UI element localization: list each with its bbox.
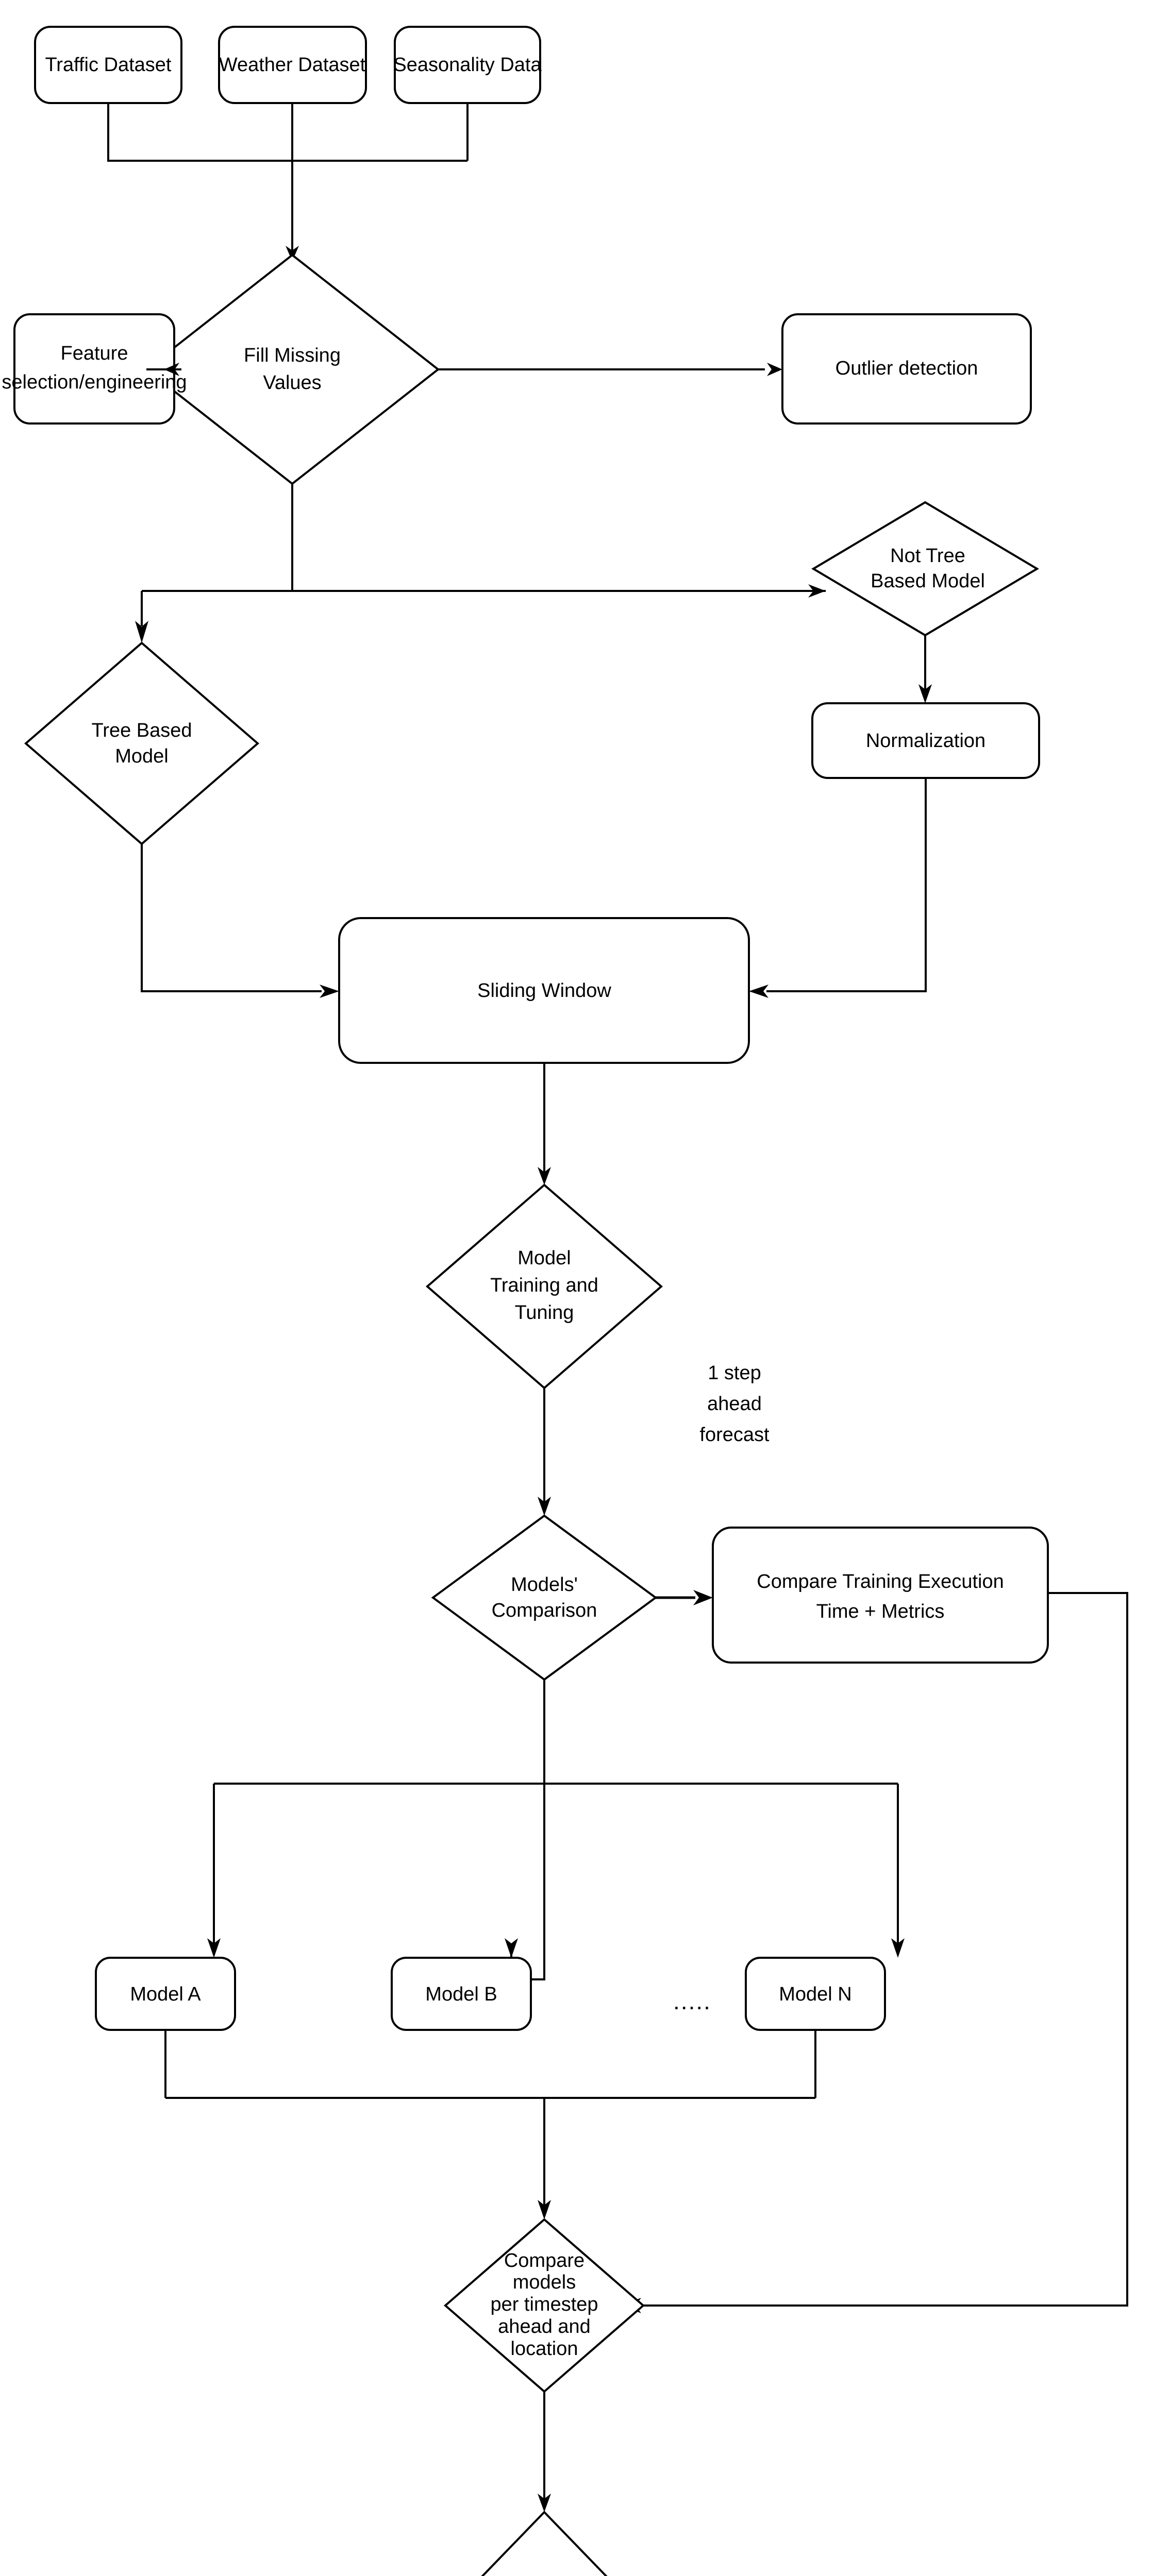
feature-selection-label-line2: selection/engineering [2,371,187,393]
arrowhead-to-fill-missing [286,246,299,261]
node-choose-optimal-structure[interactable]: Choose optimal structure with the best m… [395,2511,694,2576]
arrowhead-to-normalization [918,684,932,703]
seasonality-data-label: Seasonality Data [393,54,542,76]
models-comparison-diamond[interactable] [431,1514,658,1681]
arrowhead-to-feature-selection [164,363,179,376]
model-a-label: Model A [130,1984,201,2005]
one-step-ahead-line2: ahead [707,1393,762,1415]
one-step-ahead-line3: forecast [699,1424,770,1446]
arrowhead-to-outlier-detection [767,363,782,376]
compare-models-timestep-line4: ahead and [498,2316,591,2337]
node-model-a[interactable]: Model A [95,1957,236,2031]
choose-optimal-structure-diamond[interactable] [395,2511,694,2576]
arrowhead-to-model-a [207,1938,221,1958]
compare-models-timestep-line5: location [511,2338,578,2360]
node-feature-selection[interactable]: Feature selection/engineering [2,313,187,425]
node-normalization[interactable]: Normalization [811,702,1040,779]
not-tree-based-model-label-line1: Not Tree [890,545,965,567]
compare-training-label-line1: Compare Training Execution [757,1571,1004,1592]
models-comparison-label-line1: Models' [511,1574,578,1596]
node-outlier-detection[interactable]: Outlier detection [781,313,1032,425]
compare-training-label-line2: Time + Metrics [816,1601,945,1622]
tree-based-model-label-line2: Model [115,745,169,767]
model-training-tuning-label-line1: Model [517,1247,571,1269]
node-model-n[interactable]: Model N [745,1957,886,2031]
normalization-label: Normalization [866,730,985,752]
node-seasonality-data[interactable]: Seasonality Data [393,26,542,104]
edge-compare-training-feedback [639,1592,1128,2307]
node-tree-based-model[interactable]: Tree Based Model [24,641,260,845]
arrowhead-sliding-right [749,985,768,998]
edge-normalization-to-sliding [766,778,927,992]
models-ellipsis-label: ..... [673,1988,711,2014]
node-compare-training[interactable]: Compare Training Execution Time + Metric… [712,1527,1049,1664]
arrowhead-to-tree-based [135,621,148,643]
edge-traffic-to-bus [107,103,467,162]
compare-models-timestep-line1: Compare [504,2250,584,2272]
node-weather-dataset[interactable]: Weather Dataset [218,26,367,104]
node-model-training-tuning[interactable]: Model Training and Tuning [425,1183,663,1389]
model-b-box[interactable] [391,1957,532,2031]
fill-missing-values-label-line2: Values [263,372,321,394]
tree-based-model-diamond[interactable] [24,641,260,845]
annotation-one-step-ahead: 1 step ahead forecast [699,1362,770,1446]
arrowhead-to-compare-models [538,2200,551,2219]
arrowhead-to-model-n [891,1938,905,1958]
sliding-window-label: Sliding Window [477,980,611,1002]
node-sliding-window[interactable]: Sliding Window [338,917,750,1064]
weather-dataset-label: Weather Dataset [219,54,366,76]
arrowhead-to-choose-optimal [538,2494,551,2512]
not-tree-based-model-diamond[interactable] [811,501,1039,637]
compare-training-box[interactable] [712,1527,1049,1664]
one-step-ahead-line1: 1 step [708,1362,761,1384]
arrowhead-sliding-left [320,985,339,998]
model-training-tuning-label-line3: Tuning [515,1302,574,1324]
arrowhead-to-compare-training [693,1590,713,1605]
model-n-label: Model N [779,1984,852,2005]
node-models-comparison[interactable]: Models' Comparison [431,1514,658,1681]
arrowhead-to-models-comparison [538,1497,551,1516]
not-tree-based-model-label-line2: Based Model [871,570,985,592]
models-comparison-label-line2: Comparison [492,1600,597,1621]
node-compare-models-timestep[interactable]: Compare models per timestep ahead and lo… [443,2218,645,2393]
node-fill-missing-values[interactable]: Fill Missing Values [144,253,440,485]
tree-based-model-label-line1: Tree Based [91,720,192,741]
compare-models-timestep-line3: per timestep [490,2294,598,2315]
outlier-detection-label: Outlier detection [835,358,978,379]
feature-selection-label-line1: Feature [61,343,128,364]
edge-bus-to-model-b [510,1784,545,1980]
arrowhead-to-not-tree-based [808,584,826,598]
node-model-b[interactable]: Model B [391,1957,532,2031]
traffic-dataset-label: Traffic Dataset [45,54,172,76]
arrowhead-to-model-training [538,1167,551,1185]
model-b-label: Model B [425,1984,497,2005]
arrowhead-to-model-b [505,1938,518,1958]
node-not-tree-based-model[interactable]: Not Tree Based Model [811,501,1039,637]
model-training-tuning-label-line2: Training and [490,1275,598,1296]
node-traffic-dataset[interactable]: Traffic Dataset [34,26,182,104]
compare-models-timestep-line2: models [513,2272,576,2293]
fill-missing-values-label-line1: Fill Missing [244,345,341,366]
edge-tree-to-sliding [141,844,322,992]
fill-missing-values-diamond[interactable] [144,253,440,485]
outlier-detection-box[interactable] [781,313,1032,425]
